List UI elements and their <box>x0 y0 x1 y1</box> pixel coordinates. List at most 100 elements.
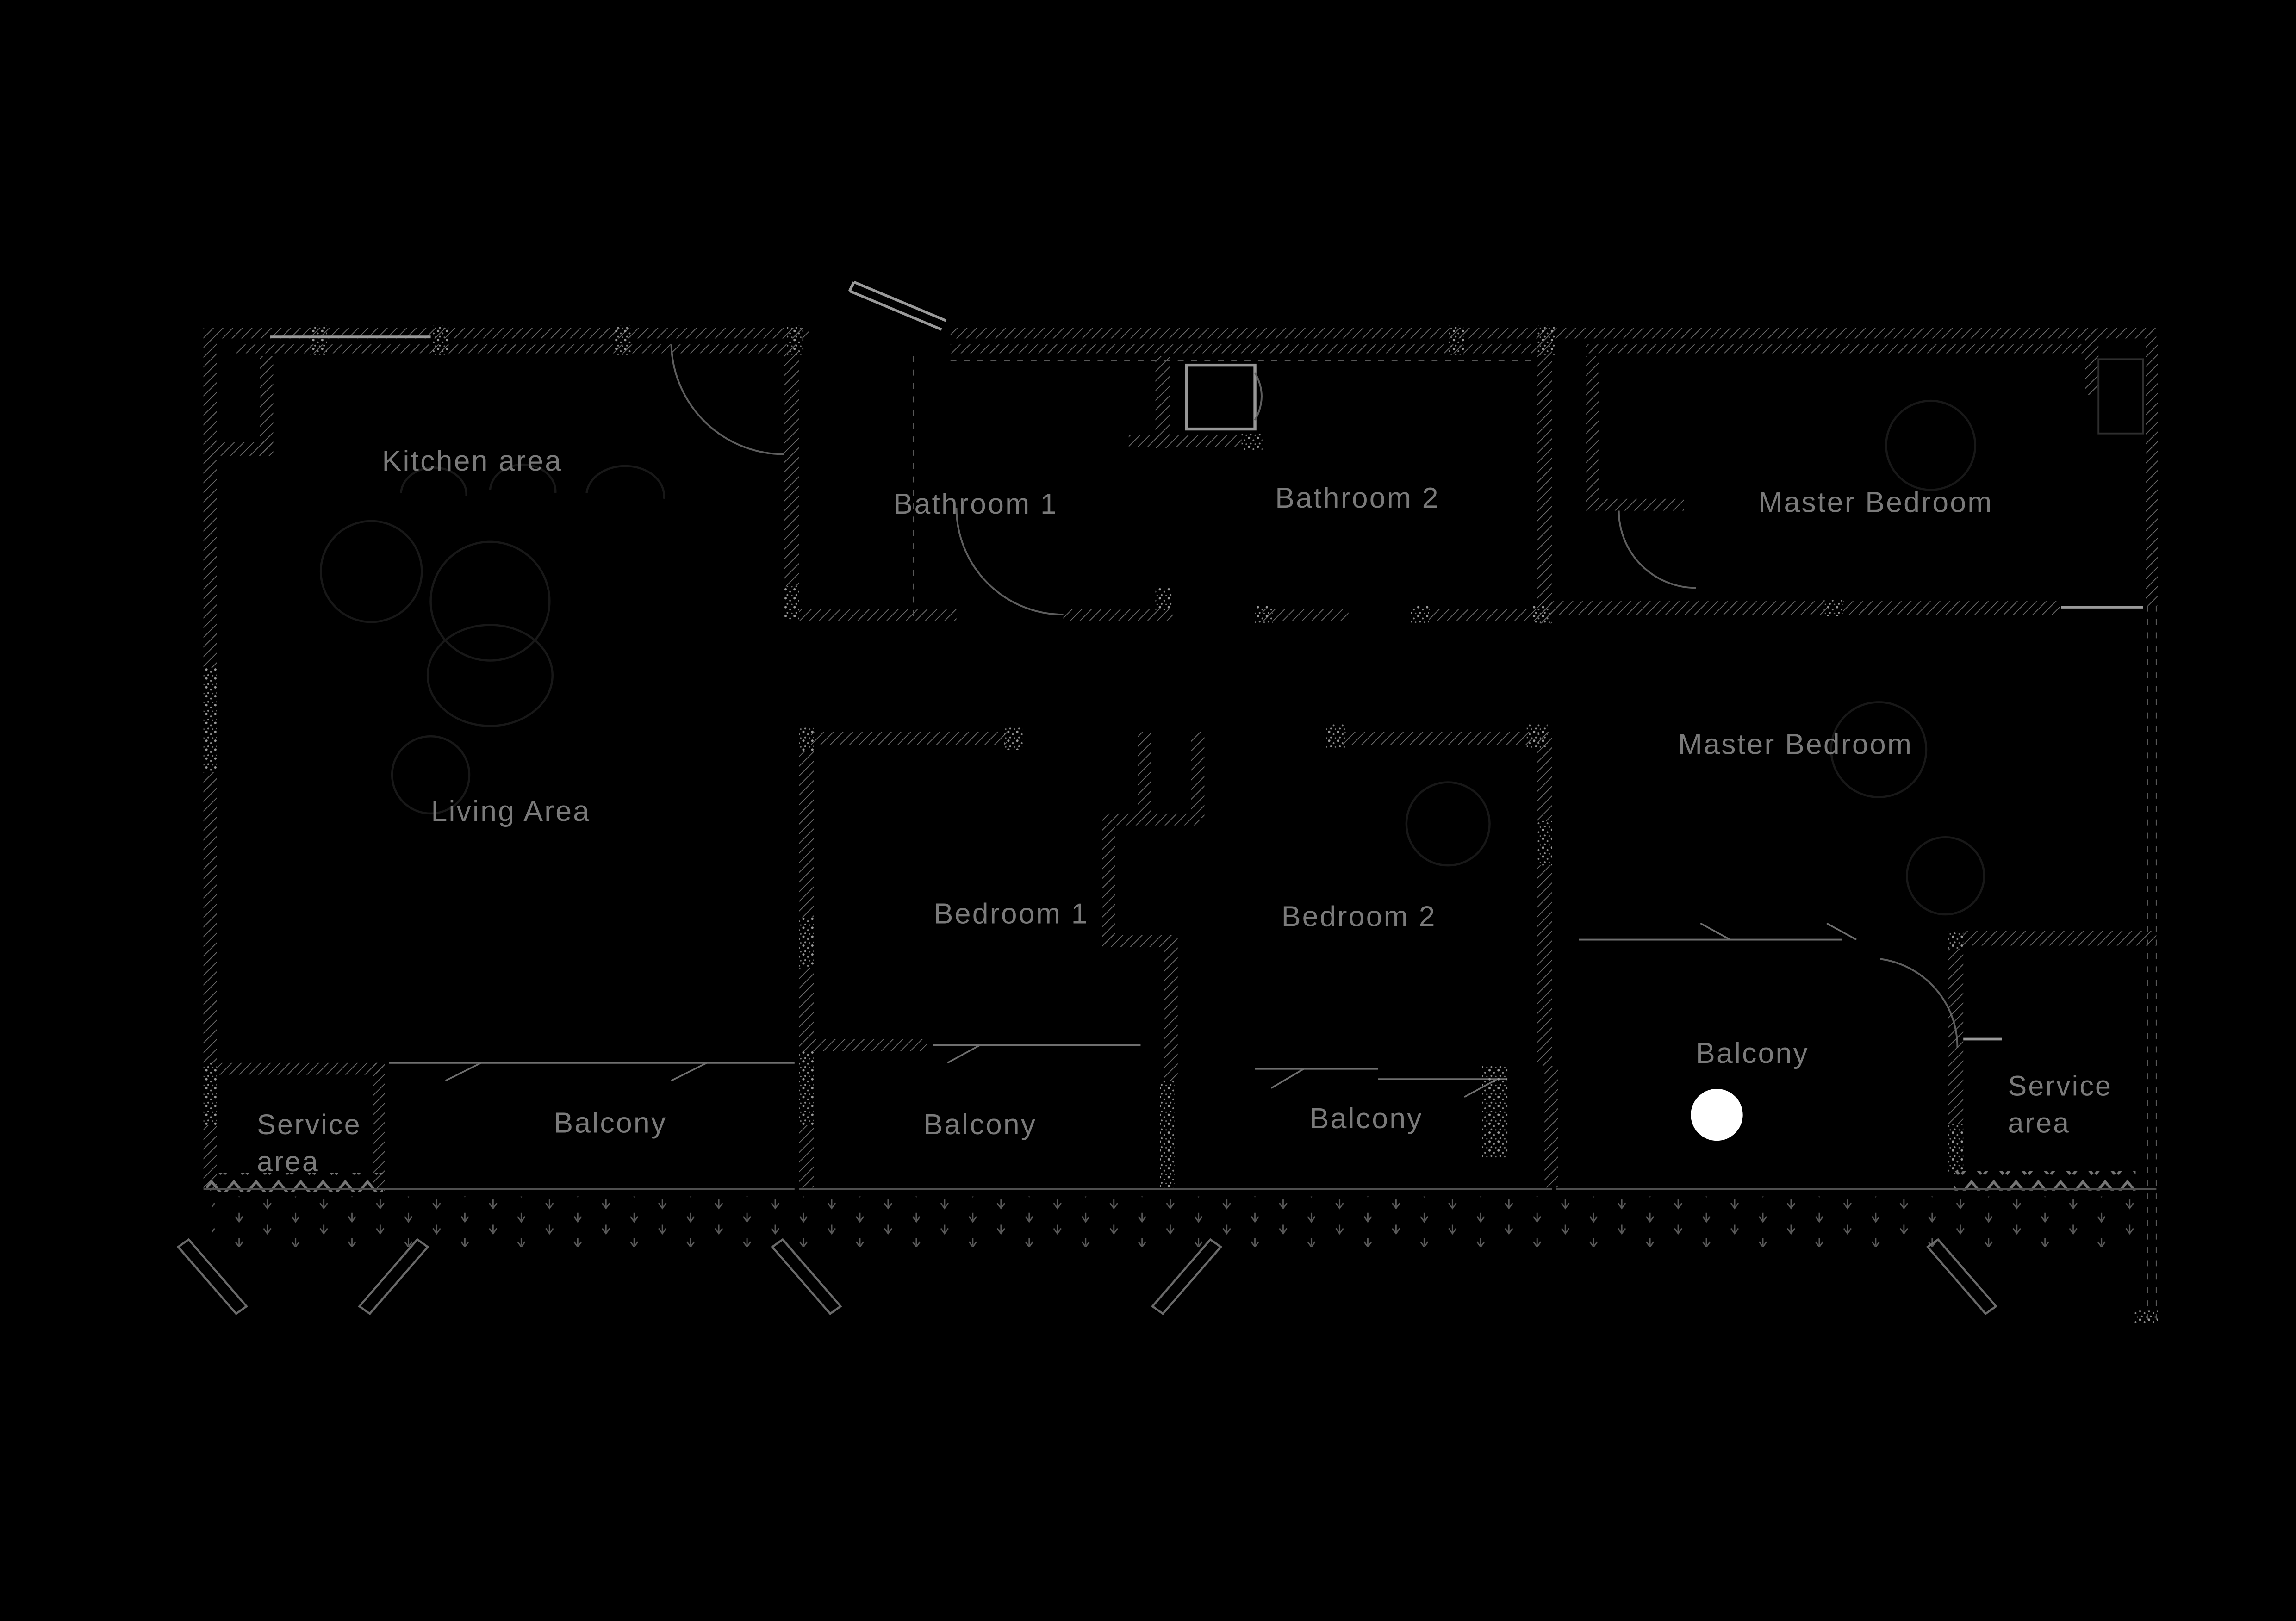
wall <box>799 751 814 918</box>
label-balcony-master: Balcony <box>1696 1037 1809 1069</box>
wall <box>1544 1066 1558 1188</box>
furniture-sketch <box>391 735 471 815</box>
label-bathroom2: Bathroom 2 <box>1275 482 1439 514</box>
furniture-sketches <box>319 399 1985 916</box>
sliding-door-tick <box>445 1062 482 1081</box>
wall <box>784 344 799 587</box>
label-bathroom1: Bathroom 1 <box>894 488 1058 520</box>
circle-marker <box>1691 1088 1743 1141</box>
wall <box>1262 609 1349 621</box>
wall <box>1963 931 2157 946</box>
column <box>799 917 814 968</box>
closet-outline <box>2097 358 2144 435</box>
label-balcony-bedroom2: Balcony <box>1310 1102 1423 1135</box>
furniture-sketch <box>585 465 666 499</box>
wall <box>1586 498 1684 511</box>
wall <box>373 1062 385 1191</box>
label-master-bedroom-mid: Master Bedroom <box>1678 728 1913 761</box>
wall <box>236 344 784 354</box>
wall <box>811 732 1007 745</box>
exterior-walls <box>203 328 2158 1191</box>
column <box>615 325 631 355</box>
furniture-sketch <box>1885 399 1977 491</box>
wall <box>203 772 217 1063</box>
wall <box>260 356 274 456</box>
furniture-sketch <box>429 540 551 662</box>
sliding-door-tick <box>671 1062 708 1081</box>
wall <box>1102 935 1176 947</box>
column <box>1448 325 1465 355</box>
column <box>2134 1310 2158 1324</box>
furniture-sketch <box>319 520 423 623</box>
wall <box>1586 356 1600 505</box>
column <box>310 325 327 355</box>
column <box>1255 605 1273 624</box>
door-arc <box>1618 510 1696 589</box>
master-mid-walls <box>1544 599 2157 1048</box>
furniture-sketch <box>1405 781 1491 867</box>
wall <box>799 968 814 1051</box>
wall <box>1537 732 1552 821</box>
wall <box>1948 948 1964 1124</box>
label-service-left-2: area <box>257 1146 319 1177</box>
terrace-edges <box>203 1188 2157 1247</box>
column <box>1241 433 1263 450</box>
shower-door-curve <box>1254 372 1263 421</box>
column <box>1411 605 1429 624</box>
wall <box>950 344 1545 354</box>
column <box>799 1051 814 1125</box>
column <box>784 586 799 621</box>
wall <box>1191 732 1205 818</box>
wall <box>217 1062 383 1075</box>
wall <box>217 442 272 456</box>
label-living-area: Living Area <box>431 795 591 827</box>
sliding-door-tick <box>1826 922 1857 941</box>
furniture-sketch <box>426 624 554 727</box>
furniture-sketch <box>489 463 557 493</box>
wall <box>1128 435 1242 447</box>
service-right-walls <box>1948 605 2158 1324</box>
room-labels: Kitchen area Bathroom 1 Bathroom 2 Maste… <box>257 445 2111 1177</box>
zigzag-band <box>1954 1171 2136 1191</box>
label-bedroom2: Bedroom 2 <box>1282 901 1437 933</box>
wall <box>1102 813 1200 826</box>
bedroom2-walls <box>1255 724 1558 1188</box>
label-service-right-2: area <box>2008 1107 2070 1139</box>
column <box>1948 1124 1964 1174</box>
wall <box>1102 825 1115 944</box>
furniture-sketch <box>1830 701 1928 798</box>
wall <box>1428 609 1545 621</box>
bedroom1-walls <box>799 727 1141 1188</box>
wall <box>811 1039 927 1051</box>
living-balcony-front <box>389 1062 795 1081</box>
wall <box>1544 601 1827 615</box>
wall <box>799 1125 814 1188</box>
column <box>1004 727 1023 750</box>
column <box>1823 599 1843 616</box>
entry-door-leaf <box>848 280 947 331</box>
column <box>1326 724 1346 748</box>
label-kitchen: Kitchen area <box>382 445 563 477</box>
kitchen-walls <box>217 344 799 621</box>
label-service-left-1: Service <box>257 1109 361 1140</box>
wall <box>1342 732 1533 745</box>
label-balcony-living: Balcony <box>554 1107 667 1139</box>
sliding-door-tick <box>1700 922 1731 941</box>
wall <box>203 338 217 668</box>
wall <box>1586 344 2085 354</box>
wall <box>1537 338 1552 624</box>
furniture-sketch <box>1906 836 1985 916</box>
column <box>1482 1066 1508 1158</box>
wall <box>2085 338 2099 395</box>
column <box>1155 588 1172 610</box>
column <box>432 325 449 355</box>
column <box>1537 820 1552 866</box>
door-arc <box>955 508 1064 615</box>
wall <box>1138 732 1151 818</box>
label-balcony-bedroom1: Balcony <box>923 1108 1037 1141</box>
column <box>1160 1081 1175 1188</box>
wall <box>1843 601 2060 615</box>
wall <box>1063 609 1174 621</box>
column <box>203 1062 217 1125</box>
